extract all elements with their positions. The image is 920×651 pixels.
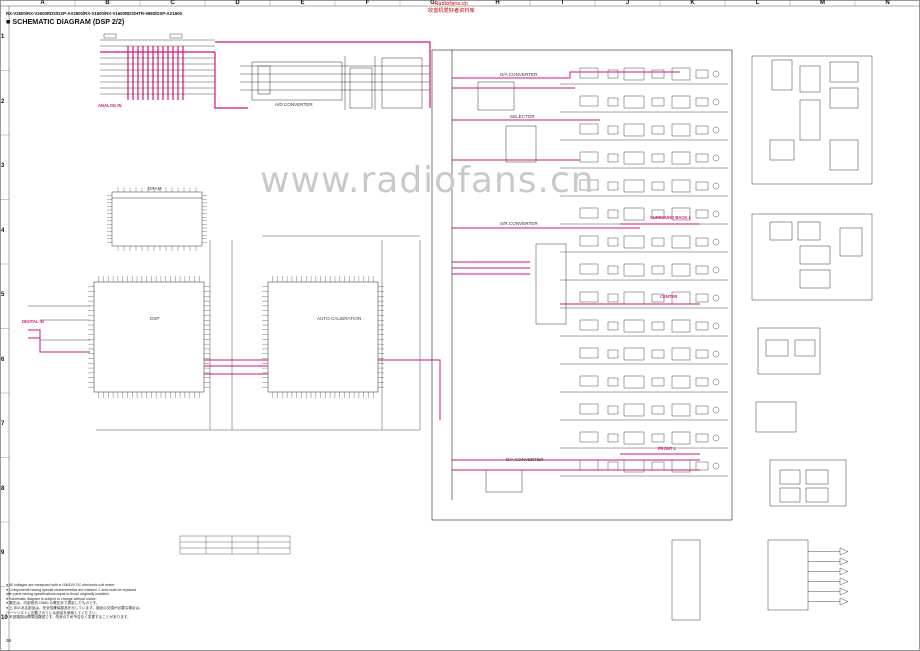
column-label: I: [561, 0, 564, 6]
row-label: 8: [1, 485, 5, 492]
dsp-chip: [93, 281, 205, 393]
da-converter-top-label: D/A CONVERTER: [500, 72, 538, 77]
column-label: G: [430, 0, 435, 6]
column-label: E: [300, 0, 305, 6]
note-line: ● All voltages are measured with a 10MΩ/…: [6, 583, 116, 587]
selector-label: SELECTOR: [510, 114, 535, 119]
page-title: ■ SCHEMATIC DIAGRAM (DSP 2/2): [6, 17, 125, 26]
analog-in-label: ANALOG IN: [98, 103, 122, 108]
digital-input-paths: [28, 329, 441, 420]
column-label: C: [170, 0, 175, 6]
column-label: K: [690, 0, 695, 6]
row-label: 6: [1, 356, 5, 363]
stamp-line-1: Radiofans.cn: [434, 1, 469, 7]
model-line: RX-V2600/RX-V2600RDS/DSP-AX2600/RX-V1600…: [6, 11, 183, 16]
output-section-frame: [431, 49, 733, 521]
note-line: ● ⚠ 印のある部品は、安全性確保部品を示しています。部品の交換が必要な場合は、: [6, 605, 143, 610]
column-label: L: [755, 0, 760, 6]
center-label: CENTER: [660, 294, 678, 299]
column-label: M: [820, 0, 825, 6]
column-label: N: [885, 0, 890, 6]
column-label: B: [105, 0, 110, 6]
da-converter-bottom-label: D/A CONVERTER: [506, 457, 544, 462]
ic-block-diagrams: [671, 55, 873, 621]
dram-chip: [111, 191, 203, 247]
column-label: A: [40, 0, 45, 6]
watermark-text: www.radiofans.cn: [260, 160, 595, 201]
row-label: 9: [1, 550, 5, 557]
note-line: ● 本回路図は標準回路図です。改良のため予告なく変更することがあります。: [6, 615, 131, 620]
note-line: ● Schematic diagram is subject to change…: [6, 596, 97, 601]
row-label: 10: [1, 614, 8, 621]
column-label: H: [495, 0, 500, 6]
row-label: 4: [1, 227, 5, 234]
ad-converter-block: [240, 56, 430, 110]
row-label: 1: [1, 34, 5, 41]
digital-in-label: DIGITAL IN: [22, 319, 44, 324]
ad-converter-label: A/D CONVERTER: [275, 102, 313, 107]
dsp-label: DSP: [150, 316, 160, 321]
parts-table: [179, 535, 291, 555]
dram-label: DRAM: [148, 186, 162, 191]
note-line: ● 電圧は、内部抵抗 10MΩ の電圧計で測定したものです。: [6, 601, 100, 606]
notes-block: ● All voltages are measured with a 10MΩ/…: [6, 583, 143, 620]
surround-back-l-label: SURROUND BACK L: [650, 215, 692, 220]
column-label: J: [625, 0, 630, 6]
stamp-watermark: Radiofans.cn 收音机爱好者资料库: [428, 1, 475, 14]
note-line: with parts having specifications equal t…: [6, 592, 110, 597]
row-label: 2: [1, 98, 5, 105]
row-label: 5: [1, 292, 5, 299]
front-l-label: FRONT L: [658, 446, 677, 451]
da-converter-top-block: [477, 81, 567, 493]
auto-calibration-chip: [267, 281, 379, 393]
note-line: パーツリストに記載されている部品を使用してください。: [6, 610, 100, 615]
stamp-line-2: 收音机爱好者资料库: [428, 8, 475, 14]
sr-converter-label: S/R CONVERTER: [500, 221, 538, 226]
row-label: 7: [1, 421, 5, 428]
note-line: ● Components having special characterist…: [6, 587, 137, 592]
output-signal-paths: [452, 71, 700, 471]
row-label: 3: [1, 163, 5, 170]
column-label: F: [365, 0, 370, 6]
page-number: 36: [6, 638, 12, 643]
analog-input-bus: [100, 41, 431, 109]
column-label: D: [235, 0, 240, 6]
auto-calibration-label: AUTO CALIBRATION: [317, 316, 362, 321]
